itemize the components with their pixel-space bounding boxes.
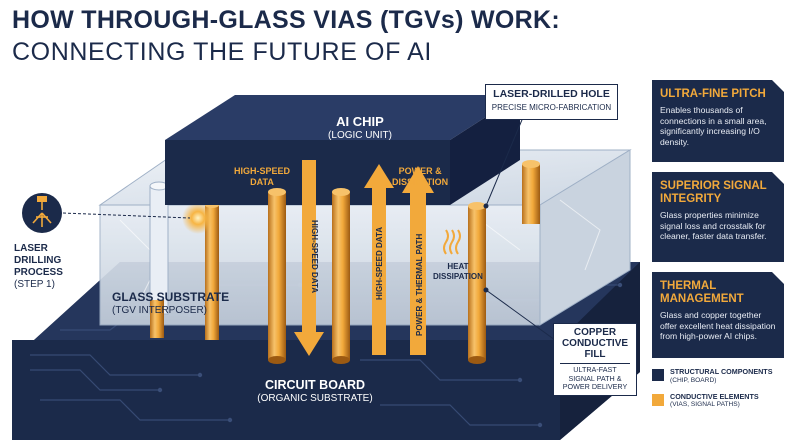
copper-sub: ULTRA-FAST SIGNAL PATH & POWER DELIVERY: [554, 365, 636, 392]
card-corner: [772, 172, 784, 184]
arrow-up-power: [402, 166, 434, 355]
glass-via: [149, 181, 169, 315]
heat-label: HEAT DISSIPATION: [433, 262, 483, 282]
legend-sub: (VIAS, SIGNAL PATHS): [670, 401, 740, 408]
glass-title: GLASS SUBSTRATE: [112, 290, 230, 304]
laser-hole-title: LASER-DRILLED HOLE: [493, 88, 610, 100]
copper-sub-line3: POWER DELIVERY: [562, 382, 628, 391]
copper-title: COPPER CONDUCTIVE FILL: [554, 327, 636, 360]
copper-via: [332, 188, 350, 364]
card-thermal-management: THERMAL MANAGEMENT Glass and copper toge…: [652, 272, 784, 358]
arrow-label-left-line2: DATA: [250, 177, 274, 187]
legend-swatch: [652, 393, 664, 406]
arrow-label-vertical-2: HIGH-SPEED DATA: [375, 227, 384, 300]
board-title: CIRCUIT BOARD: [265, 378, 365, 392]
card-body: Enables thousands of connections in a sm…: [660, 105, 767, 147]
copper-title-line2: CONDUCTIVE: [561, 338, 629, 349]
arrow-label-vertical-1: HIGH-SPEED DATA: [310, 220, 319, 293]
callout-dot: [483, 203, 489, 209]
legend-item-conductive: CONDUCTIVE ELEMENTS (VIAS, SIGNAL PATHS): [652, 391, 784, 410]
glass-label: GLASS SUBSTRATE (TGV INTERPOSER): [112, 290, 229, 316]
copper-sub-line1: ULTRA-FAST: [573, 365, 617, 374]
arrow-label-left: HIGH-SPEED DATA: [234, 166, 290, 188]
arrow-label-vertical-3: POWER & THERMAL PATH: [415, 234, 424, 336]
glass-via: [522, 160, 540, 224]
heat-icon: [443, 229, 461, 255]
heat-label-line1: HEAT: [447, 262, 469, 271]
laser-beam-line: [62, 212, 191, 219]
copper-callout: COPPER CONDUCTIVE FILL ULTRA-FAST SIGNAL…: [553, 323, 637, 396]
card-body: Glass properties minimize signal loss an…: [660, 210, 767, 242]
legend-title: CONDUCTIVE ELEMENTS: [670, 391, 759, 401]
laser-icon: [22, 193, 62, 233]
ai-chip-label: AI CHIP (LOGIC UNIT): [300, 114, 420, 141]
page-title: HOW THROUGH-GLASS VIAS (TGVs) WORK:: [12, 6, 560, 34]
arrow-up-data-2: [364, 164, 394, 355]
arrow-label-right-line1: POWER &: [398, 166, 442, 176]
laser-label-line2: DRILLING: [14, 255, 62, 266]
laser-hole-sub: PRECISE MICRO-FABRICATION: [491, 103, 612, 112]
callout-lines: [485, 114, 556, 341]
board-label: CIRCUIT BOARD (ORGANIC SUBSTRATE): [240, 378, 390, 404]
arrow-label-right: POWER & DISSIPATION: [392, 166, 448, 188]
laser-label-line1: LASER: [14, 243, 48, 254]
glass-via: [150, 300, 164, 338]
laser-glow: [182, 202, 214, 234]
laser-step: (STEP 1): [14, 279, 55, 290]
heat-label-line2: DISSIPATION: [433, 272, 483, 281]
card-ultra-fine-pitch: ULTRA-FINE PITCH Enables thousands of co…: [652, 80, 784, 162]
ai-chip-sub: (LOGIC UNIT): [328, 130, 392, 141]
laser-label: LASER DRILLING PROCESS (STEP 1): [14, 243, 63, 291]
legend: STRUCTURAL COMPONENTS (CHIP, BOARD) COND…: [652, 367, 784, 417]
glass-sub: (TGV INTERPOSER): [112, 305, 208, 316]
legend-item-structural: STRUCTURAL COMPONENTS (CHIP, BOARD): [652, 367, 784, 385]
legend-sub: (CHIP, BOARD): [670, 376, 717, 384]
card-body: Glass and copper together offer excellen…: [660, 310, 776, 342]
copper-via: [268, 188, 286, 364]
card-signal-integrity: SUPERIOR SIGNAL INTEGRITY Glass properti…: [652, 172, 784, 262]
card-title: ULTRA-FINE PITCH: [660, 88, 766, 100]
legend-swatch: [652, 369, 664, 381]
page-subtitle: CONNECTING THE FUTURE OF AI: [12, 38, 432, 66]
arrow-label-right-line2: DISSIPATION: [392, 177, 449, 187]
board-sub: (ORGANIC SUBSTRATE): [257, 393, 373, 404]
card-corner: [772, 80, 784, 92]
card-title: SUPERIOR SIGNAL INTEGRITY: [660, 180, 767, 205]
laser-hole-callout: LASER-DRILLED HOLE PRECISE MICRO-FABRICA…: [485, 84, 618, 120]
arrow-down-data-1: [294, 160, 324, 356]
copper-title-line1: COPPER: [573, 327, 617, 338]
card-title: THERMAL MANAGEMENT: [660, 280, 744, 305]
copper-title-line3: FILL: [584, 349, 606, 360]
legend-title: STRUCTURAL COMPONENTS: [670, 367, 773, 376]
ai-chip-title: AI CHIP: [336, 114, 384, 129]
copper-sub-line2: SIGNAL PATH &: [568, 373, 622, 383]
callout-dot: [483, 287, 489, 293]
card-corner: [772, 272, 784, 284]
laser-label-line3: PROCESS: [14, 267, 63, 278]
arrow-label-left-line1: HIGH-SPEED: [234, 166, 291, 176]
copper-via: [468, 202, 486, 364]
